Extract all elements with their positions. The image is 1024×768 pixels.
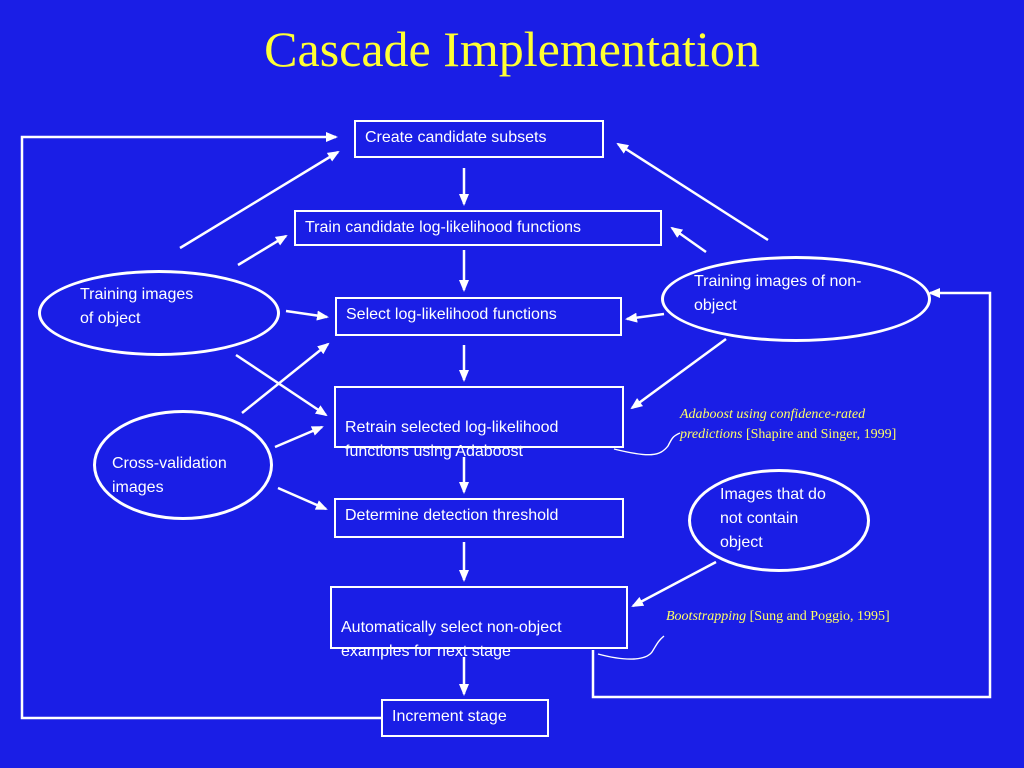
step-determine-threshold-label: Determine detection threshold [345,507,559,524]
arrow-nonobject-to-select [625,312,665,323]
citation-bootstrapping: Bootstrapping [Sung and Poggio, 1995] [666,607,890,627]
step-increment-stage: Increment stage [381,699,549,737]
loop-autoselect-to-nonobject [591,288,992,699]
arrow-noobject-to-autoselect [631,560,717,608]
slide-title: Cascade Implementation [264,21,760,77]
step-retrain-adaboost: Retrain selected log-likelihood function… [334,386,624,460]
arrow-object-to-train [237,234,288,267]
step-select-nonobject-examples-label: Automatically select non-object examples… [341,619,562,660]
step-retrain-adaboost-label: Retrain selected log-likelihood function… [345,419,559,460]
arrow-validation-to-threshold [277,486,328,511]
step-create-candidate-subsets-label: Create candidate subsets [365,129,547,146]
input-object-images-label: Training images of object [80,286,194,327]
step-select-nonobject-examples: Automatically select non-object examples… [330,586,628,660]
citation-adaboost: Adaboost using confidence-rated predicti… [680,405,896,445]
citation-adaboost-method-2: predictions [680,427,743,442]
arrow-validation-to-select [241,342,330,414]
input-validation-images [93,410,273,520]
step-create-candidate-subsets: Create candidate subsets [354,120,604,158]
step-select-functions-label: Select log-likelihood functions [346,306,557,323]
arrow-nonobject-to-create [616,142,769,242]
input-images-without-object [688,469,870,572]
arrow-nonobject-to-retrain [630,337,727,410]
citation-bootstrapping-reference: [Sung and Poggio, 1995] [749,609,890,624]
step-train-functions-label: Train candidate log-likelihood functions [305,219,582,236]
step-select-functions: Select log-likelihood functions [335,297,622,336]
callout-bootstrapping [597,635,665,660]
input-object-images [38,270,280,356]
callout-adaboost [613,432,681,456]
step-train-functions: Train candidate log-likelihood functions [294,210,662,246]
citation-bootstrapping-method: Bootstrapping [666,609,747,624]
input-images-without-object-label: Images that do not contain object [720,486,826,551]
arrow-nonobject-to-train [670,226,707,254]
loop-increment-to-create [20,132,381,720]
input-validation-images-label: Cross-validation images [112,455,227,496]
step-increment-stage-label: Increment stage [392,708,507,725]
arrow-validation-to-retrain [274,425,324,449]
input-nonobject-images-label: Training images of non- object [694,273,862,314]
arrow-object-to-select [285,309,329,321]
input-nonobject-images [661,256,931,342]
step-determine-threshold: Determine detection threshold [334,498,624,538]
arrow-object-to-retrain [235,353,328,417]
citation-adaboost-method: Adaboost using confidence-rated [680,407,866,422]
arrow-object-to-create [179,150,340,250]
citation-adaboost-reference: [Shapire and Singer, 1999] [745,427,897,442]
